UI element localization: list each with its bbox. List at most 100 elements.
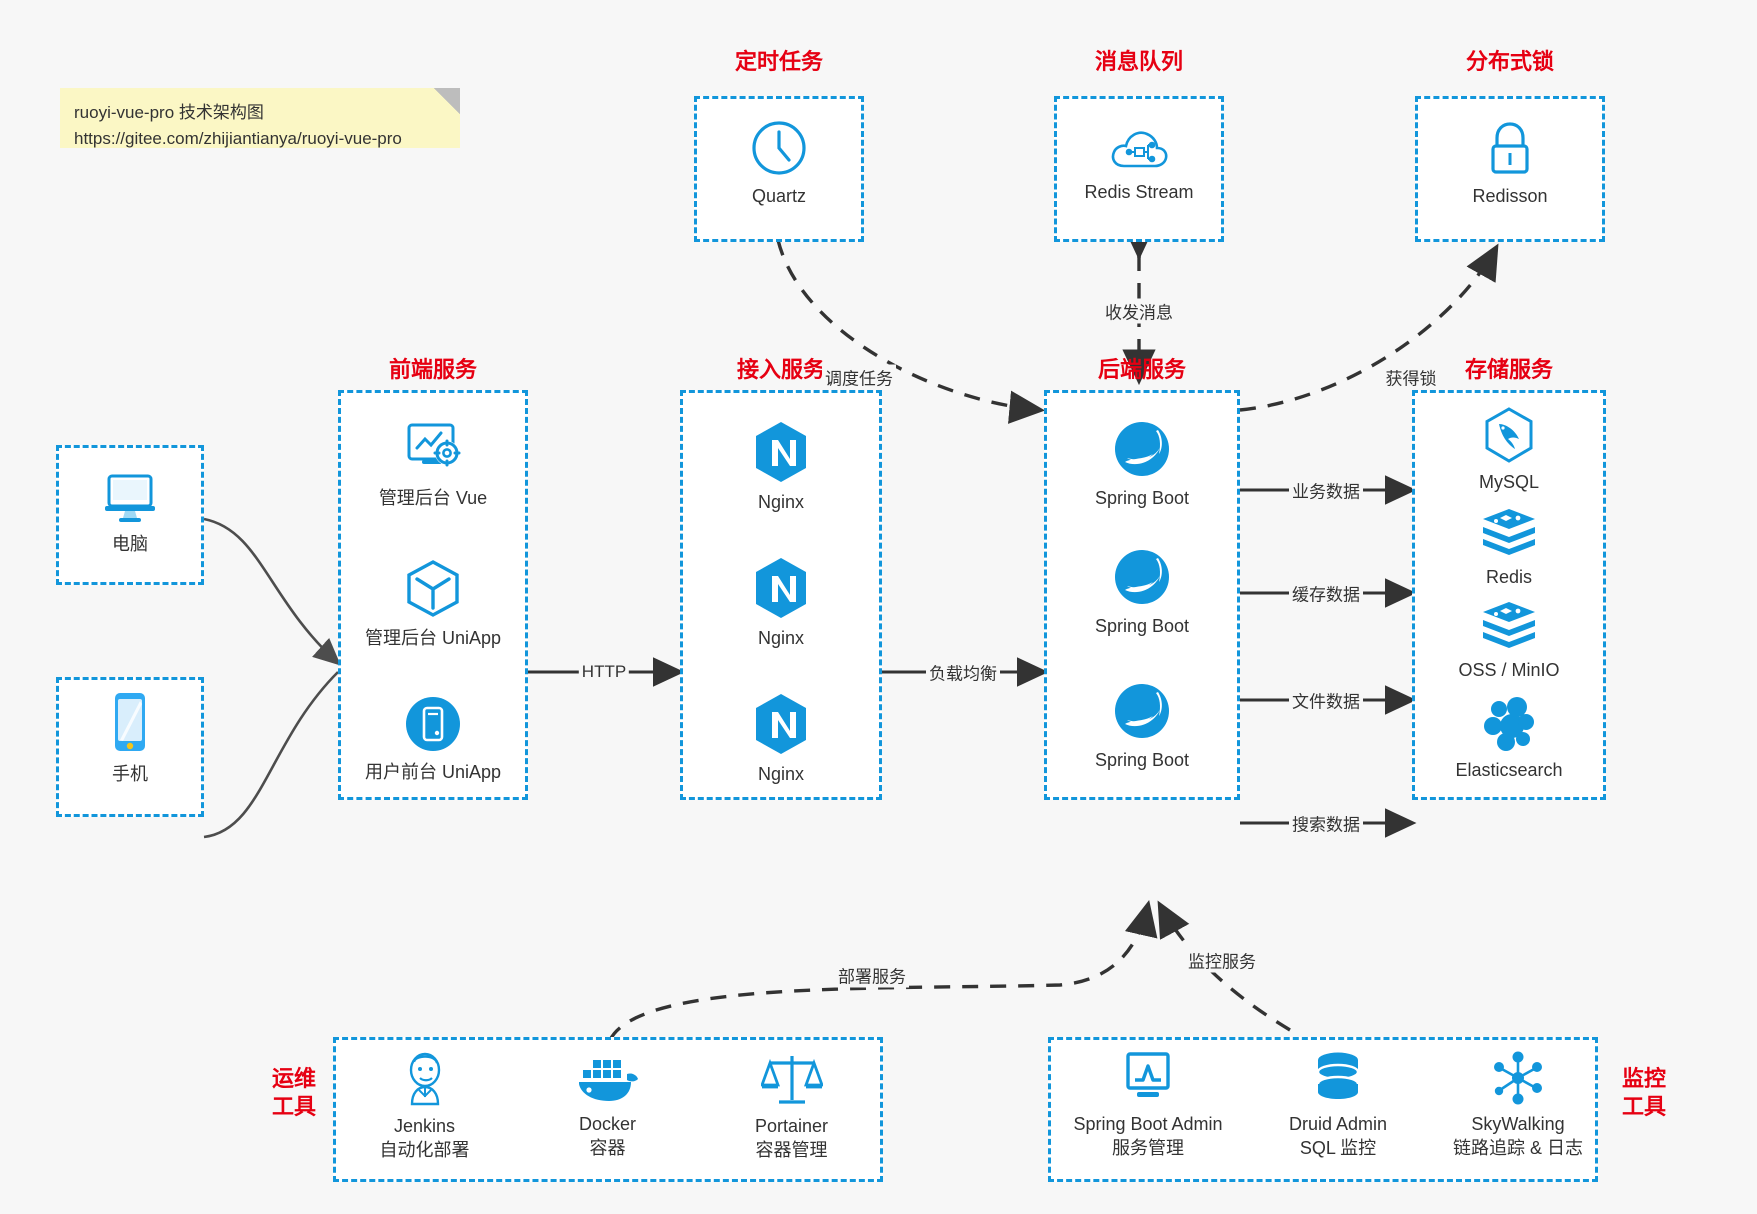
- node-desktop[interactable]: 电脑: [56, 468, 204, 556]
- group-title-monitoring-line2: 工具: [1621, 1094, 1666, 1120]
- skywalking-icon: [1494, 1051, 1542, 1105]
- group-title-monitoring-line1: 监控: [1621, 1066, 1666, 1091]
- elasticsearch-icon: [1484, 697, 1534, 751]
- edge-label-send-receive-message: 收发消息: [1102, 298, 1176, 324]
- group-title-storage: 存储服务: [1464, 357, 1553, 382]
- mobile-phone-icon: [115, 693, 145, 751]
- node-redis-stream[interactable]: Redis Stream: [1054, 122, 1224, 204]
- edge-label-load-balance: 负载均衡: [926, 659, 1000, 685]
- node-label: 电脑: [112, 534, 148, 554]
- node-label: Spring Boot: [1094, 750, 1190, 770]
- node-mobile[interactable]: 手机: [56, 690, 204, 786]
- group-title-frontend: 前端服务: [388, 357, 477, 382]
- node-sublabel: 链路追踪 & 日志: [1452, 1138, 1583, 1159]
- group-title-devops-line1: 运维: [271, 1066, 316, 1091]
- note-fold-corner: [434, 88, 460, 114]
- node-admin-vue[interactable]: 管理后台 Vue: [338, 420, 528, 510]
- node-label: 管理后台 Vue: [378, 488, 488, 508]
- node-redis[interactable]: Redis: [1412, 505, 1606, 589]
- database-stack-icon: [1316, 1052, 1360, 1099]
- node-label: Elasticsearch: [1455, 760, 1563, 780]
- node-spring-boot-2[interactable]: Spring Boot: [1044, 546, 1240, 638]
- node-label: OSS / MinIO: [1458, 660, 1560, 680]
- group-title-backend: 后端服务: [1097, 357, 1186, 382]
- node-sublabel: SQL 监控: [1299, 1138, 1377, 1159]
- node-label: Nginx: [757, 492, 805, 512]
- clock-icon: [752, 121, 806, 175]
- edge-label-http: HTTP: [578, 662, 630, 682]
- group-title-monitoring: 监控 工具: [1608, 1065, 1680, 1121]
- node-portainer[interactable]: Portainer 容器管理: [700, 1050, 883, 1163]
- jenkins-icon: [409, 1052, 440, 1106]
- node-label: Spring Boot: [1094, 616, 1190, 636]
- group-title-message-queue: 消息队列: [1094, 49, 1183, 74]
- portainer-scale-icon: [760, 1056, 823, 1104]
- edge-label-acquire-lock: 获得锁: [1382, 364, 1440, 390]
- node-nginx-3[interactable]: Nginx: [680, 692, 882, 786]
- node-label: Nginx: [757, 764, 805, 784]
- edge-label-schedule-task: 调度任务: [822, 364, 896, 390]
- edge-label-monitor-service: 监控服务: [1185, 947, 1259, 973]
- dashboard-gear-icon: [407, 423, 461, 467]
- edge-label-search-data: 搜索数据: [1289, 810, 1363, 836]
- node-label: Nginx: [757, 628, 805, 648]
- node-docker[interactable]: Docker 容器: [516, 1056, 699, 1161]
- group-title-scheduler: 定时任务: [734, 49, 823, 74]
- node-skywalking[interactable]: SkyWalking 链路追踪 & 日志: [1428, 1050, 1608, 1161]
- group-title-distributed-lock: 分布式锁: [1465, 49, 1554, 74]
- spring-boot-icon: [1114, 684, 1170, 738]
- node-label: 用户前台 UniApp: [364, 762, 502, 782]
- node-sublabel: 容器管理: [755, 1140, 828, 1161]
- node-redisson[interactable]: Redisson: [1415, 120, 1605, 208]
- node-jenkins[interactable]: Jenkins 自动化部署: [333, 1050, 516, 1163]
- group-box-distributed-lock: [1415, 96, 1605, 242]
- node-user-uniapp[interactable]: 用户前台 UniApp: [338, 694, 528, 784]
- edge-label-file-data: 文件数据: [1289, 687, 1363, 713]
- node-label: Druid Admin: [1288, 1114, 1388, 1134]
- node-label: Redisson: [1472, 186, 1548, 206]
- lock-icon: [1491, 122, 1529, 174]
- node-label: 管理后台 UniApp: [364, 628, 502, 648]
- node-oss-minio[interactable]: OSS / MinIO: [1412, 598, 1606, 682]
- spring-boot-icon: [1114, 422, 1170, 476]
- group-title-devops: 运维 工具: [258, 1065, 330, 1121]
- edge-label-cache-data: 缓存数据: [1289, 580, 1363, 606]
- node-label: SkyWalking: [1471, 1114, 1565, 1134]
- group-title-devops-line2: 工具: [271, 1094, 316, 1120]
- note-url: https://gitee.com/zhijiantianya/ruoyi-vu…: [74, 129, 402, 149]
- node-label: 手机: [112, 764, 148, 784]
- node-elasticsearch[interactable]: Elasticsearch: [1412, 696, 1606, 782]
- node-spring-boot-admin[interactable]: Spring Boot Admin 服务管理: [1048, 1050, 1248, 1161]
- node-label: Jenkins: [393, 1116, 456, 1136]
- node-sublabel: 自动化部署: [379, 1140, 470, 1161]
- node-label: Redis: [1485, 567, 1533, 587]
- node-sublabel: 容器: [589, 1138, 626, 1159]
- node-label: Spring Boot: [1094, 488, 1190, 508]
- node-sublabel: 服务管理: [1112, 1138, 1184, 1159]
- node-admin-uniapp[interactable]: 管理后台 UniApp: [338, 558, 528, 650]
- node-mysql[interactable]: MySQL: [1412, 406, 1606, 494]
- docker-icon: [578, 1060, 638, 1101]
- node-spring-boot-3[interactable]: Spring Boot: [1044, 680, 1240, 772]
- oss-minio-icon: [1483, 602, 1535, 648]
- node-label: Portainer: [754, 1116, 829, 1136]
- group-box-message-queue: [1054, 96, 1224, 242]
- hexagon-cube-icon: [407, 560, 459, 617]
- node-nginx-1[interactable]: Nginx: [680, 420, 882, 514]
- node-label: Quartz: [751, 186, 807, 206]
- diagram-note: ruoyi-vue-pro 技术架构图 https://gitee.com/zh…: [60, 88, 460, 148]
- mysql-icon: [1485, 407, 1533, 463]
- node-quartz[interactable]: Quartz: [694, 118, 864, 208]
- desktop-computer-icon: [105, 474, 155, 522]
- node-nginx-2[interactable]: Nginx: [680, 556, 882, 650]
- redis-icon: [1483, 509, 1535, 555]
- mobile-circle-icon: [406, 697, 460, 751]
- node-druid-admin[interactable]: Druid Admin SQL 监控: [1248, 1050, 1428, 1161]
- monitor-chart-icon: [1126, 1052, 1170, 1097]
- edge-label-business-data: 业务数据: [1289, 477, 1363, 503]
- node-label: Docker: [578, 1114, 636, 1134]
- edge-label-deploy-service: 部署服务: [835, 962, 909, 988]
- node-spring-boot-1[interactable]: Spring Boot: [1044, 418, 1240, 510]
- note-title: ruoyi-vue-pro 技术架构图: [74, 103, 264, 122]
